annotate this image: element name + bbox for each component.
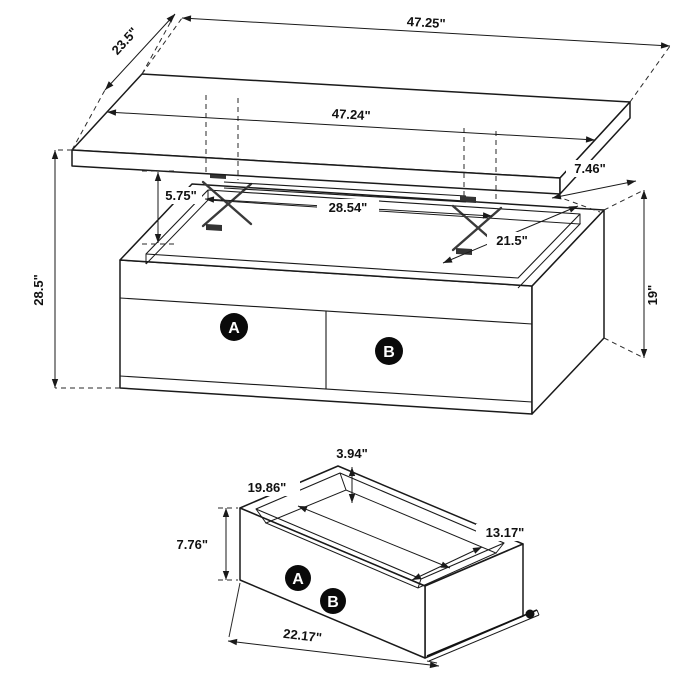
badge-a2-letter: A (292, 571, 304, 588)
dim-lift-gap-right-label: 7.46" (574, 161, 605, 176)
dim-base-height: 19" (603, 189, 660, 359)
dim-lift-gap-left: 5.75" (142, 170, 202, 245)
rail-end-cap (536, 609, 540, 616)
dim-drawer-inner-width-bg (476, 524, 534, 541)
dim-overall-height-label: 28.5" (31, 274, 46, 305)
drawer-view: A B 3.94" 19.86" 13.17" 7.76" (177, 446, 540, 669)
lift-frame-bar-top (223, 181, 467, 197)
drawer-a-badge: A (220, 313, 248, 341)
dim-top-depth-ext-1 (71, 89, 106, 151)
rail-roller (525, 609, 535, 619)
drawer-inner-corner-3 (495, 542, 505, 554)
dim-top-length-ext-2 (629, 45, 671, 103)
dim-drawer-outer-length: 22.17" (227, 582, 440, 669)
dim-drawer-inner-width: 13.17" (411, 524, 534, 581)
dim-drawer-back-height: 3.94" (336, 446, 368, 503)
dim-drawer-outer-length-ext-1 (228, 582, 241, 638)
dim-overall-height: 28.5" (31, 149, 120, 389)
dim-lift-gap-right-line (551, 179, 637, 200)
dim-inner-depth: 21.5" (442, 205, 579, 264)
drawer-inner-corner-2 (339, 472, 347, 491)
dim-top-length-ext-1 (141, 17, 183, 75)
dim-drawer-back-height-label: 3.94" (336, 446, 367, 461)
lift-mount-bottom-left (206, 224, 222, 231)
dim-lift-gap-right-bg (566, 160, 614, 177)
dim-inner-width-label: 28.54" (329, 200, 368, 215)
tabletop (71, 73, 631, 195)
dim-inner-width-bg (317, 199, 379, 216)
drawer-inner-corner-1 (255, 508, 267, 524)
badge-a-letter: A (228, 320, 240, 337)
dim-inner-depth-label: 21.5" (496, 233, 527, 248)
dim-base-height-label: 19" (645, 285, 660, 306)
badge-b-circle (375, 337, 403, 365)
dim-base-height-ext-1 (603, 189, 645, 211)
dim-top-length-label: 47.25" (407, 14, 447, 31)
dim-surface-length: 47.24" (106, 106, 596, 143)
rail-bottom-line (428, 614, 540, 662)
dim-lift-gap-right: 7.46" (551, 160, 637, 200)
dim-inner-depth-bg (487, 232, 537, 249)
dim-drawer-outer-length-ext-2 (426, 660, 438, 664)
drawer-b-badge-bottom: B (320, 588, 346, 614)
drawer-slide-rail (426, 609, 540, 662)
dim-surface-length-line (106, 109, 596, 143)
hidden-line-top-corner (555, 195, 601, 213)
dim-drawer-outer-length-line (227, 638, 440, 669)
dim-drawer-inner-width-label: 13.17" (486, 525, 525, 540)
dim-drawer-front-height-label: 7.76" (177, 537, 208, 552)
coffee-table-view: A B 47.25" 23.5" 47.24" 5.7 (31, 13, 671, 415)
dim-top-length-line (181, 15, 671, 49)
dim-drawer-inner-length-bg (234, 479, 300, 496)
badge-b2-letter: B (327, 594, 339, 611)
dim-drawer-inner-width-line (411, 546, 483, 581)
dim-drawer-front-height: 7.76" (177, 507, 238, 581)
dim-top-depth-line (104, 13, 176, 91)
dim-base-height-ext-2 (603, 337, 645, 359)
drawer-a-badge-bottom: A (285, 565, 311, 591)
base-cabinet (119, 183, 605, 415)
dim-lift-gap-left-bg (160, 187, 202, 204)
badge-b2-circle (320, 588, 346, 614)
dim-drawer-outer-length-label: 22.17" (282, 626, 322, 645)
drawer-inner-corner-4 (417, 578, 422, 589)
badge-b-letter: B (383, 344, 395, 361)
dim-lift-gap-left-label: 5.75" (165, 188, 196, 203)
badge-a-circle (220, 313, 248, 341)
badge-a2-circle (285, 565, 311, 591)
rail-top-line (426, 609, 538, 657)
dim-top-length: 47.25" (141, 14, 671, 103)
dim-drawer-inner-length-label: 19.86" (248, 480, 287, 495)
dim-top-depth-label: 23.5" (109, 24, 141, 57)
drawer-b-badge: B (375, 337, 403, 365)
dim-surface-length-label: 47.24" (332, 106, 372, 123)
